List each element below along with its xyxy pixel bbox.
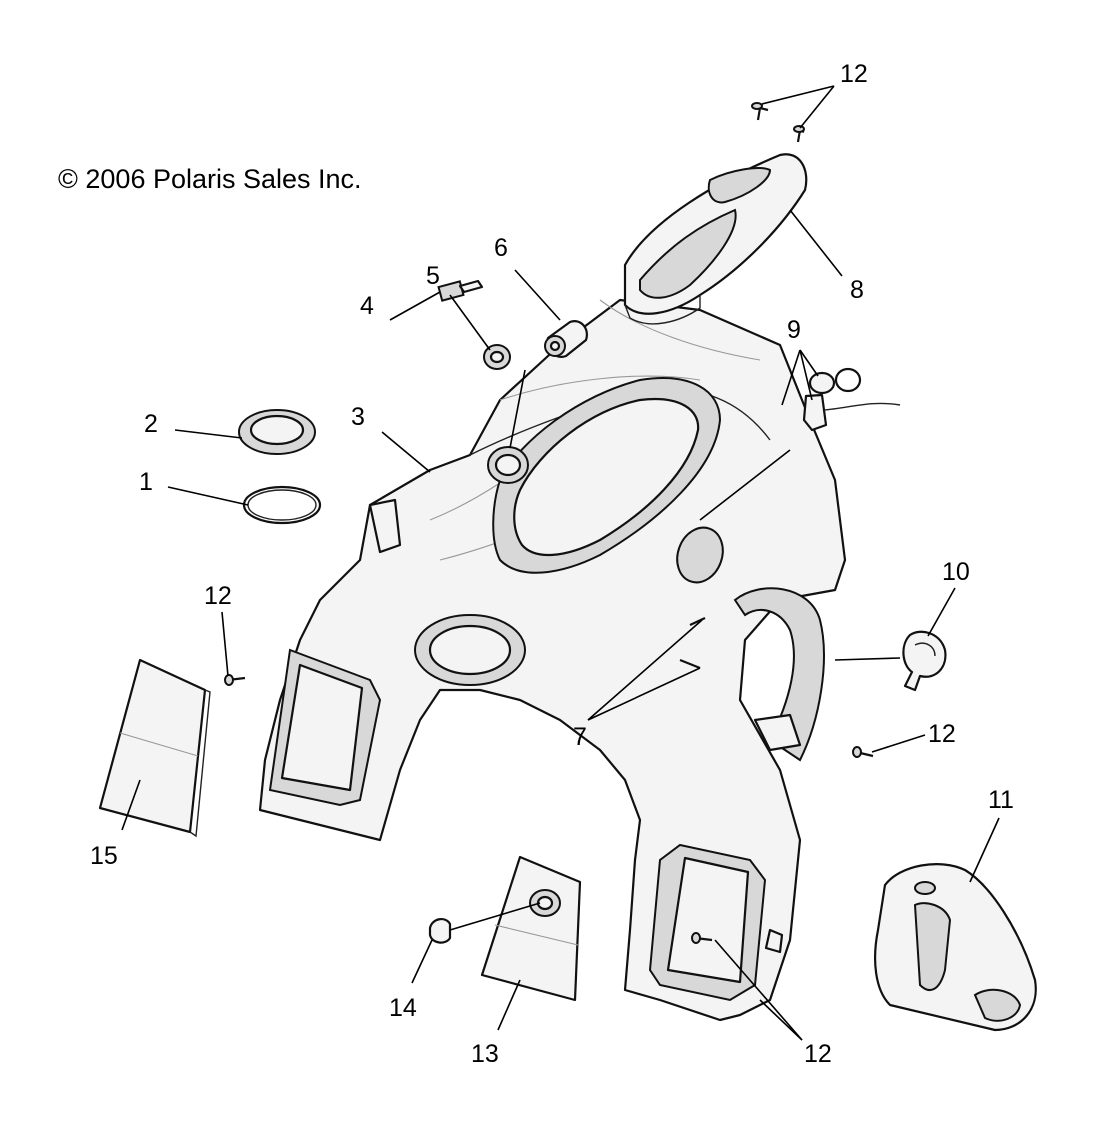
callout-10: 10 (942, 558, 970, 586)
part-12-bolt-left (224, 674, 246, 686)
part-6-ignition-switch (544, 320, 588, 358)
callout-8: 8 (850, 276, 864, 304)
callout-15: 15 (90, 842, 118, 870)
part-1-o-ring (242, 485, 322, 525)
part-13-lower-panel (480, 855, 582, 1002)
part-10-clamp (902, 630, 947, 692)
callout-3: 3 (351, 403, 365, 431)
main-hood-body (258, 298, 847, 1022)
part-12-bolt-top-a (751, 102, 769, 121)
callout-12-top: 12 (840, 60, 868, 88)
callout-7: 7 (573, 723, 587, 751)
part-4-key (437, 279, 484, 302)
part-5-nut (483, 344, 511, 370)
part-15-lower-panel (98, 658, 211, 838)
callout-9: 9 (787, 316, 801, 344)
part-12-bolt-lower (691, 932, 713, 944)
callout-12-right: 12 (928, 720, 956, 748)
part-2-bezel-ring (238, 409, 316, 455)
copyright-text: © 2006 Polaris Sales Inc. (58, 164, 362, 194)
callout-11: 11 (988, 786, 1014, 814)
part-7-pin-b (679, 658, 701, 670)
callout-6: 6 (494, 234, 508, 262)
callout-5: 5 (426, 262, 440, 290)
callout-12-bottom: 12 (804, 1040, 832, 1068)
callout-14: 14 (389, 994, 417, 1022)
callout-labels: 1 2 3 4 5 6 7 8 9 10 11 12 12 12 12 13 1… (90, 60, 1014, 1068)
leader-lines (121, 85, 1000, 1041)
part-14-fastener (428, 918, 452, 944)
callout-4: 4 (360, 292, 374, 320)
callout-1: 1 (139, 468, 153, 496)
part-12-bolt-top-b (793, 125, 805, 143)
part-9-switch (802, 367, 901, 432)
callout-13: 13 (471, 1040, 499, 1068)
part-8-upper-pod (623, 153, 808, 325)
part-11-side-housing (874, 863, 1037, 1032)
part-12-bolt-right (852, 746, 874, 758)
callout-2: 2 (144, 410, 158, 438)
callout-12-left: 12 (204, 582, 232, 610)
part-7-pin-a (689, 617, 706, 626)
